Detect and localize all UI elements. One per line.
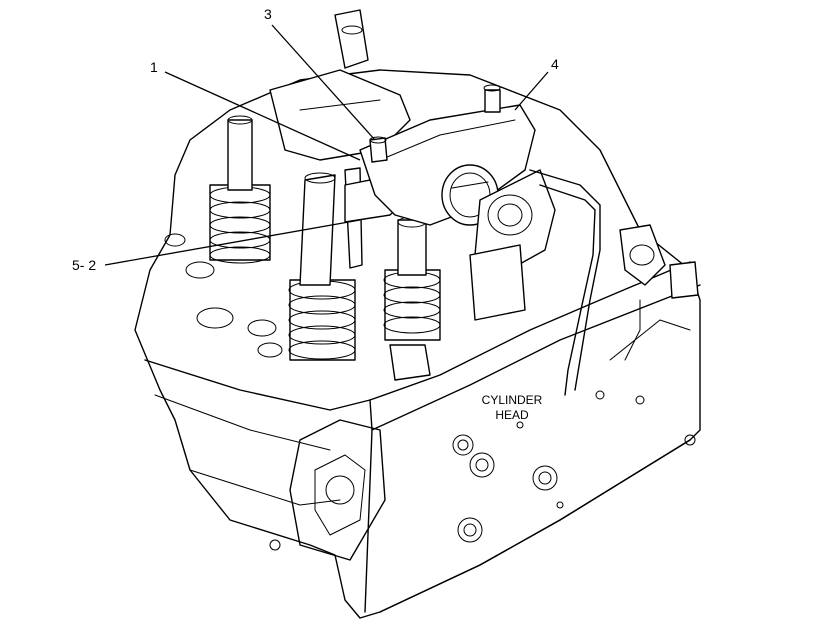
callout-3: 3 xyxy=(264,6,272,22)
leader-line-1 xyxy=(164,71,361,161)
valve-spring-left-rear xyxy=(209,115,271,264)
callout-1: 1 xyxy=(150,59,158,75)
valve-spring-left-front xyxy=(288,172,356,361)
leader-line-4 xyxy=(514,71,549,111)
rocker-shaft-bracket xyxy=(469,169,556,321)
fuel-line xyxy=(529,169,699,396)
cylinder-head-label-line1: CYLINDER xyxy=(481,393,543,407)
callout-4: 4 xyxy=(551,56,559,72)
cylinder-head-block xyxy=(134,69,701,619)
cylinder-head-label: CYLINDER HEAD xyxy=(470,393,554,423)
leader-line-5-2 xyxy=(104,219,361,266)
leader-line-3 xyxy=(271,24,376,141)
callout-5-2: 5- 2 xyxy=(72,257,97,273)
leader-lines xyxy=(104,24,549,266)
valve-spring-right xyxy=(383,216,441,381)
cylinder-head-label-line2: HEAD xyxy=(495,408,529,422)
